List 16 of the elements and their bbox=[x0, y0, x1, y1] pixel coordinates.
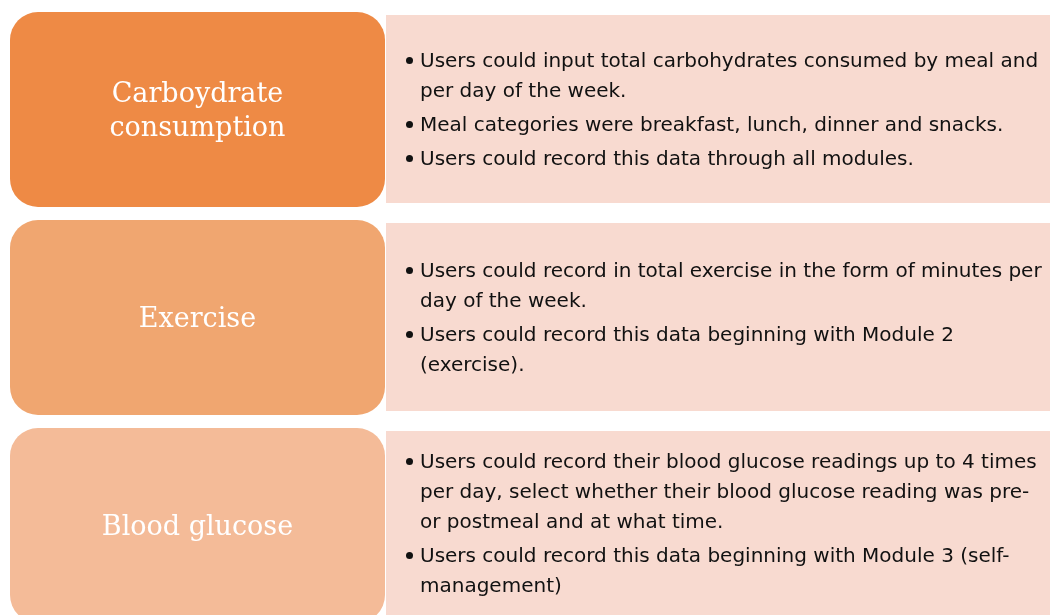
category-title: Carboydrate consumption bbox=[108, 75, 287, 144]
bullet-text: Users could record their blood glucose readings up to 4 times per day, select whether their blood glucose reading was pre- or postmeal and at what time. bbox=[420, 449, 1037, 533]
bullet-text: Users could record this data through all modules. bbox=[420, 146, 914, 170]
bullet-text: Users could record this data beginning with Module 3 (self-management) bbox=[420, 543, 1010, 597]
description-panel bbox=[386, 15, 1050, 203]
bullet-text: Users could record in total exercise in the form of minutes per day of the week. bbox=[420, 258, 1042, 312]
category-box bbox=[10, 12, 385, 207]
bullet-text: Meal categories were breakfast, lunch, dinner and snacks. bbox=[420, 112, 1004, 136]
category-title: Blood glucose bbox=[100, 508, 295, 543]
bullet-text: Users could record this data beginning with Module 2 (exercise). bbox=[420, 322, 954, 376]
category-title: Exercise bbox=[137, 300, 258, 335]
bullet-text: Users could input total carbohydrates consumed by meal and per day of the week. bbox=[420, 48, 1039, 102]
category-box bbox=[10, 428, 385, 615]
description-panel bbox=[386, 431, 1050, 615]
description-panel bbox=[386, 223, 1050, 411]
category-box bbox=[10, 220, 385, 415]
